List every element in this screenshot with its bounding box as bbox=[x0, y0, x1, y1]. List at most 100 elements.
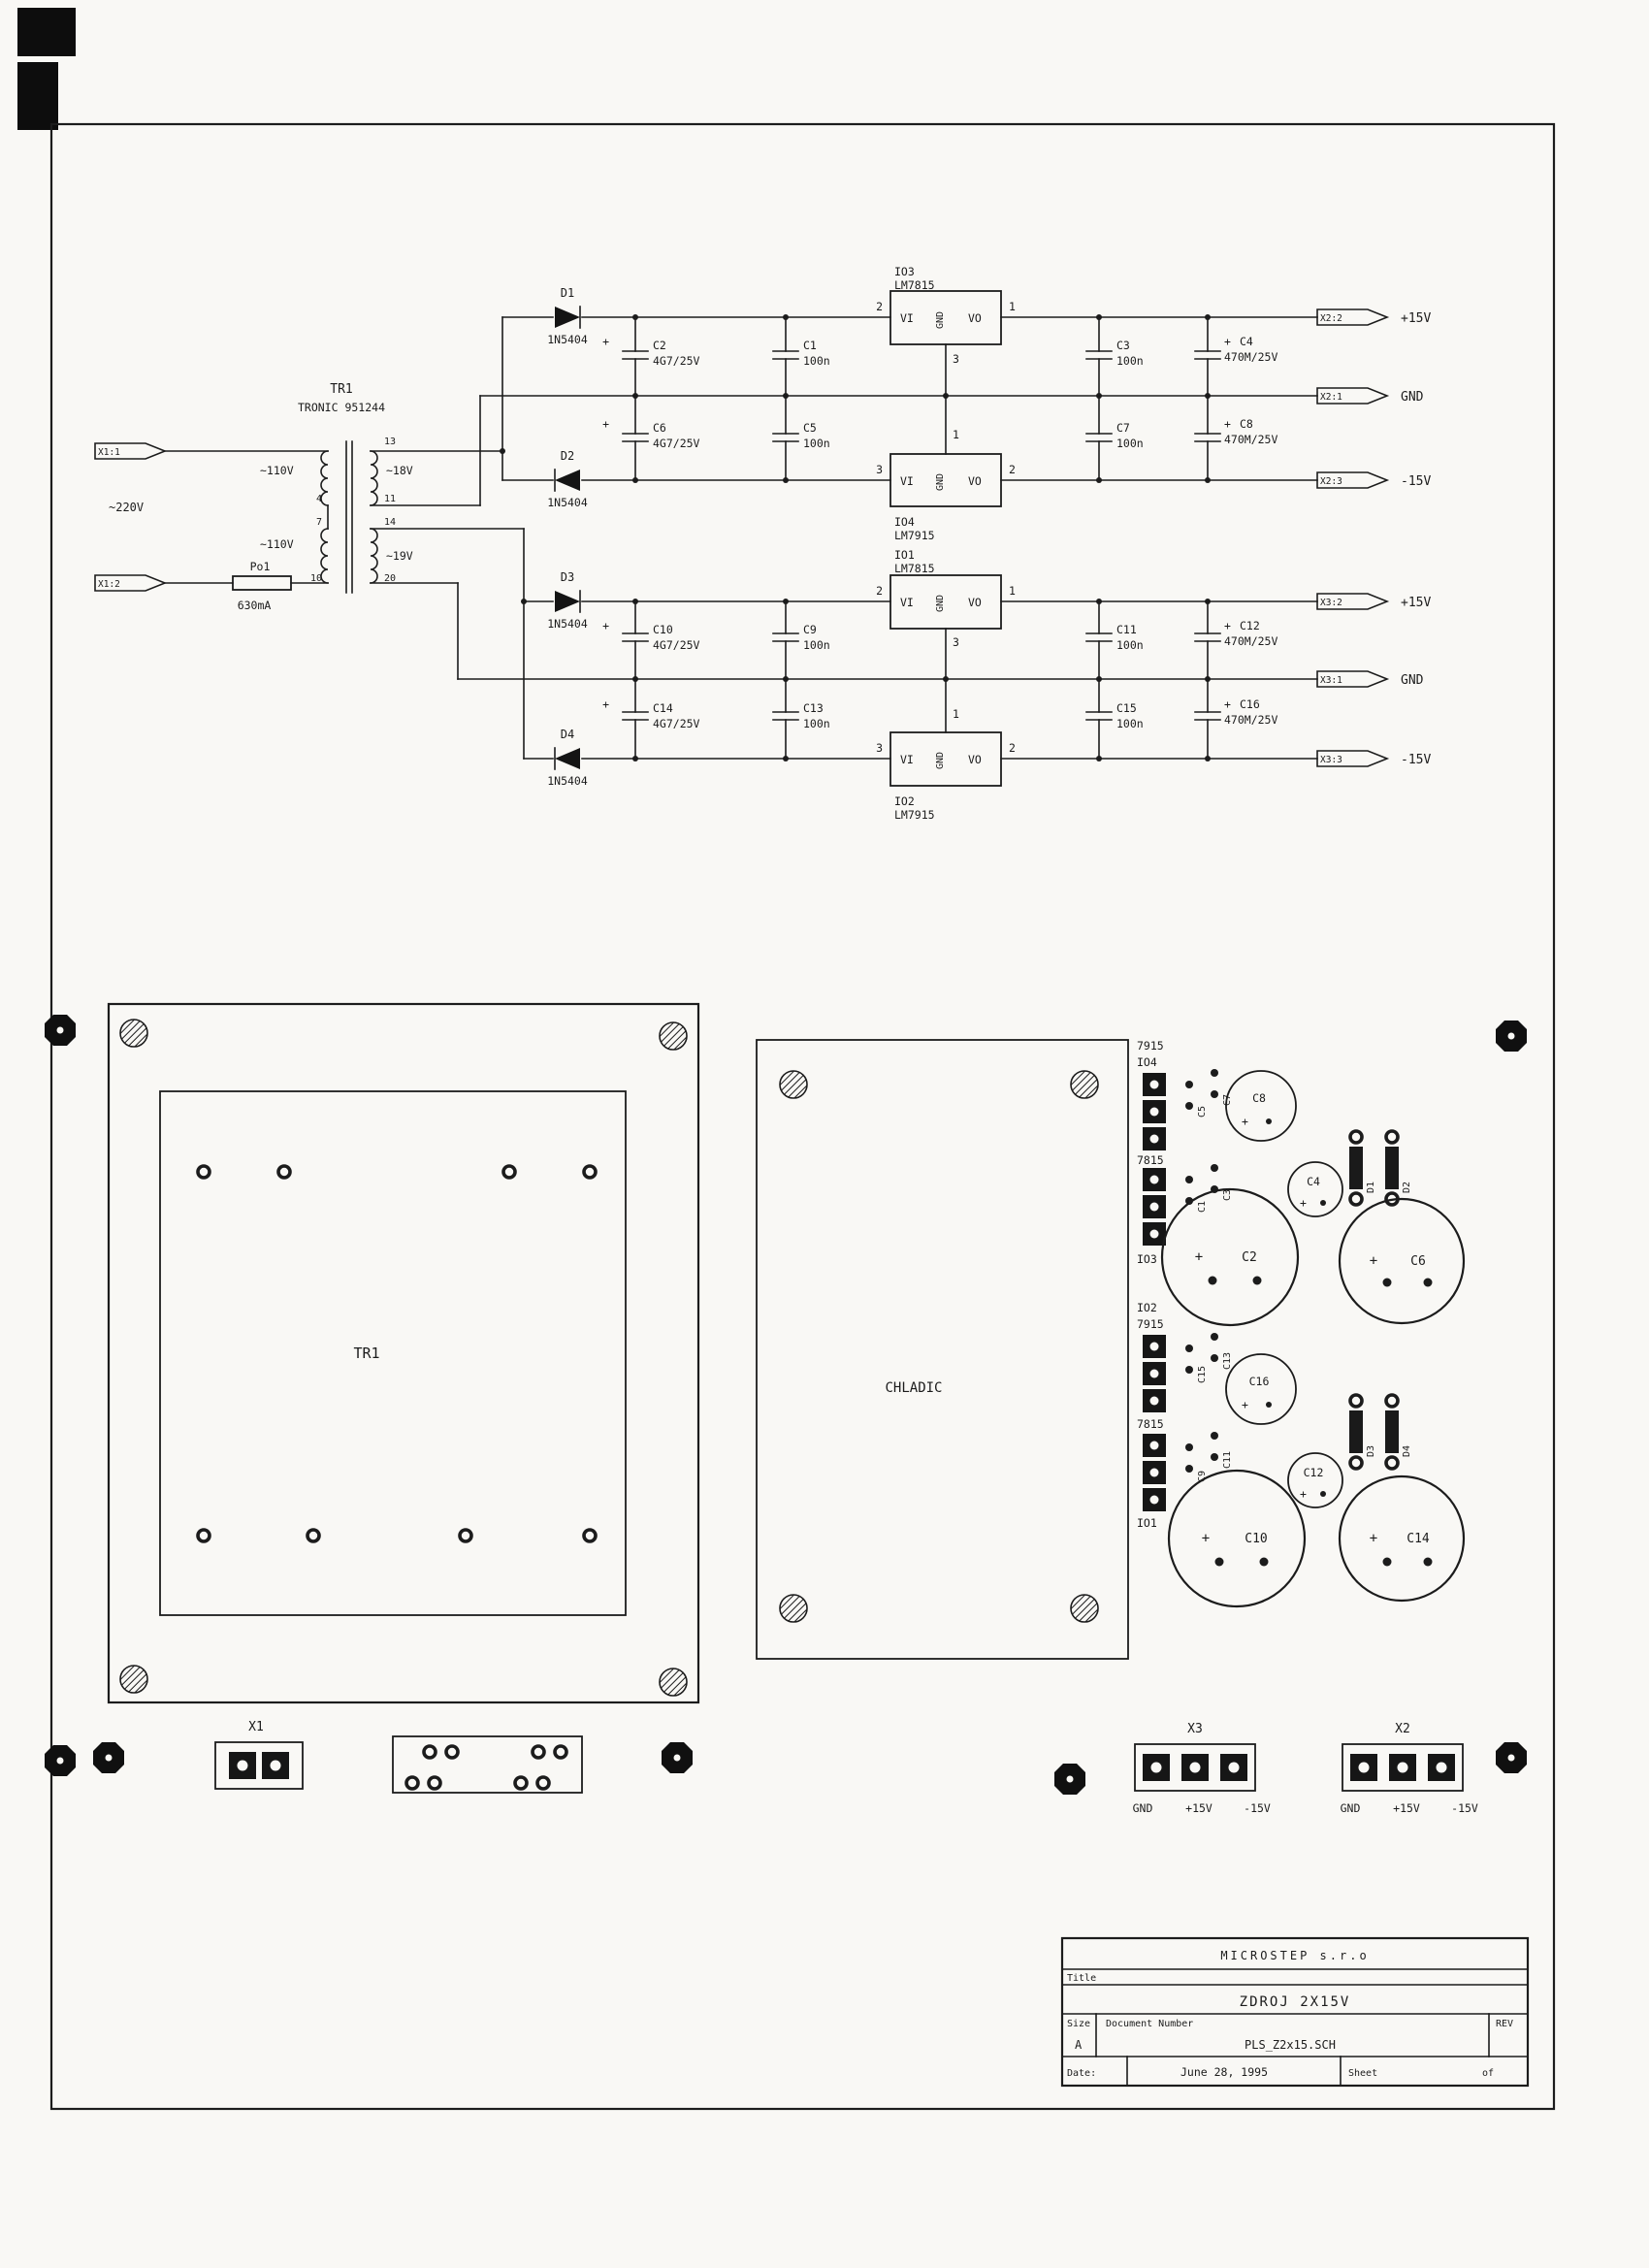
cap-c14: + C14 4G7/25V bbox=[602, 678, 700, 760]
pin-label-m15: -15V bbox=[1244, 1801, 1271, 1815]
pcb-cap-c13: C13 bbox=[1211, 1333, 1233, 1370]
secondary-coil-1 bbox=[370, 450, 378, 506]
diode-label: D4 bbox=[1402, 1445, 1412, 1457]
pin-number-in: 3 bbox=[876, 741, 883, 755]
cap-label: C16 bbox=[1249, 1375, 1270, 1388]
cap-polarity: + bbox=[602, 619, 609, 632]
diode-d4: D4 1N5404 bbox=[547, 728, 588, 788]
pcb-connector-x1: X1 bbox=[214, 1720, 304, 1790]
mains-label: ~220V bbox=[109, 501, 144, 514]
diode-ref: D2 bbox=[561, 449, 574, 463]
pcb-cap-c11: C11 bbox=[1211, 1432, 1233, 1469]
pin-number-out: 2 bbox=[1009, 463, 1016, 476]
of-label: of bbox=[1482, 2068, 1494, 2079]
pin-label-gnd: GND bbox=[1133, 1801, 1153, 1815]
conn-label: X2:1 bbox=[1320, 392, 1342, 403]
size-label: Size bbox=[1067, 2019, 1090, 2029]
cap-label: C10 bbox=[1245, 1532, 1267, 1546]
conn-label: X3:3 bbox=[1320, 755, 1342, 765]
cap-ref: C12 bbox=[1240, 619, 1260, 632]
output-connector-plus15-b: X3:2 +15V bbox=[1316, 593, 1431, 610]
cap-ref: C15 bbox=[1116, 701, 1137, 715]
cap-value: 100n bbox=[803, 354, 830, 368]
scan-artifact bbox=[17, 62, 58, 130]
cap-label: C8 bbox=[1252, 1091, 1266, 1105]
diode-ref: D3 bbox=[561, 570, 574, 584]
cap-ref: C14 bbox=[653, 701, 673, 715]
cap-ref: C8 bbox=[1240, 417, 1253, 431]
secondary-coil-2 bbox=[370, 528, 378, 584]
secondary1-voltage: ~18V bbox=[386, 464, 413, 477]
cap-label: C6 bbox=[1410, 1254, 1426, 1269]
regulator-part: LM7815 bbox=[894, 562, 935, 575]
regulator-io2: IO2 LM7915 VI VO GND 3 2 1 bbox=[876, 707, 1016, 822]
fuse-rating: 630mA bbox=[238, 599, 272, 612]
pin-7: 7 bbox=[316, 517, 322, 528]
cap-polarity: + bbox=[1195, 1249, 1203, 1265]
diode-d3: D3 1N5404 bbox=[547, 570, 588, 631]
cap-polarity: + bbox=[1300, 1196, 1307, 1210]
pin-vi: VI bbox=[900, 474, 914, 488]
schematic: X1:1 X1:2 ~220V Po1 630mA TR1 bbox=[94, 265, 1431, 822]
output-connector-minus15-b: X3:3 -15V bbox=[1316, 750, 1431, 767]
diode-part: 1N5404 bbox=[547, 496, 588, 509]
pcb-regulator-io2: IO2 7915 bbox=[1137, 1301, 1166, 1412]
diode-body bbox=[1385, 1410, 1399, 1453]
conn-label: X3:2 bbox=[1320, 598, 1342, 608]
pin-number-gnd: 3 bbox=[953, 635, 959, 649]
pin-number-in: 2 bbox=[876, 584, 883, 598]
cap-polarity: + bbox=[602, 417, 609, 431]
cap-ref: C1 bbox=[803, 339, 817, 352]
net-label: GND bbox=[1401, 673, 1424, 688]
pcb-cap-c14: + C14 bbox=[1338, 1474, 1466, 1603]
diode-d1: D1 1N5404 bbox=[547, 286, 588, 346]
cap-label: C2 bbox=[1242, 1250, 1257, 1265]
cap-polarity: + bbox=[1224, 697, 1231, 711]
regulator-body bbox=[889, 453, 1002, 507]
cap-c1: C1 100n bbox=[772, 316, 830, 397]
pcb-regulator-io1: 7815 IO1 bbox=[1137, 1417, 1166, 1530]
diode-label: D2 bbox=[1402, 1182, 1412, 1193]
cap-label: C3 bbox=[1222, 1189, 1233, 1201]
pin-10: 10 bbox=[310, 573, 322, 584]
diode-part: 1N5404 bbox=[547, 617, 588, 631]
pin-vo: VO bbox=[968, 311, 982, 325]
diode-label: D1 bbox=[1366, 1182, 1376, 1193]
pin-number-in: 2 bbox=[876, 300, 883, 313]
fuse-body bbox=[232, 575, 292, 591]
cap-label: C12 bbox=[1304, 1466, 1324, 1479]
cap-c4: + C4 470M/25V bbox=[1194, 316, 1277, 397]
cap-c16: + C16 470M/25V bbox=[1194, 678, 1277, 760]
cap-c10: + C10 4G7/25V bbox=[602, 600, 700, 680]
primary1-voltage: ~110V bbox=[260, 464, 294, 477]
pcb-diode-d3: D3 bbox=[1348, 1393, 1376, 1471]
cap-polarity: + bbox=[1370, 1531, 1377, 1546]
tr1-label: TR1 bbox=[353, 1345, 379, 1362]
pin-label-p15: +15V bbox=[1185, 1801, 1212, 1815]
pcb-diode-d2: D2 bbox=[1384, 1129, 1412, 1207]
pin-20: 20 bbox=[384, 573, 396, 584]
diode-part: 1N5404 bbox=[547, 774, 588, 788]
cap-polarity: + bbox=[1242, 1398, 1248, 1411]
conn-label: X2:2 bbox=[1320, 313, 1342, 324]
pin-vi: VI bbox=[900, 311, 914, 325]
regulator-io3: IO3 LM7815 VI VO GND 2 1 3 bbox=[876, 265, 1016, 366]
cap-value: 4G7/25V bbox=[653, 638, 700, 652]
pin-gnd: GND bbox=[935, 595, 946, 612]
output-connector-gnd-a: X2:1 GND bbox=[1316, 387, 1424, 405]
cap-value: 100n bbox=[803, 638, 830, 652]
cap-ref: C16 bbox=[1240, 697, 1260, 711]
drawing-frame bbox=[49, 122, 1556, 2111]
cap-c2: + C2 4G7/25V bbox=[602, 316, 700, 397]
pin-label-gnd: GND bbox=[1341, 1801, 1361, 1815]
title-block: MICROSTEP s.r.o Title ZDROJ 2X15V Size D… bbox=[1060, 1936, 1530, 2088]
regulator-body bbox=[889, 290, 1002, 345]
transformer-part: TRONIC 951244 bbox=[298, 401, 385, 414]
net-label: +15V bbox=[1401, 311, 1431, 326]
pin-gnd: GND bbox=[935, 311, 946, 329]
secondary2-voltage: ~19V bbox=[386, 549, 413, 563]
pin-number-out: 2 bbox=[1009, 741, 1016, 755]
connector-outline bbox=[214, 1741, 304, 1790]
conn-label: X3:1 bbox=[1320, 675, 1342, 686]
